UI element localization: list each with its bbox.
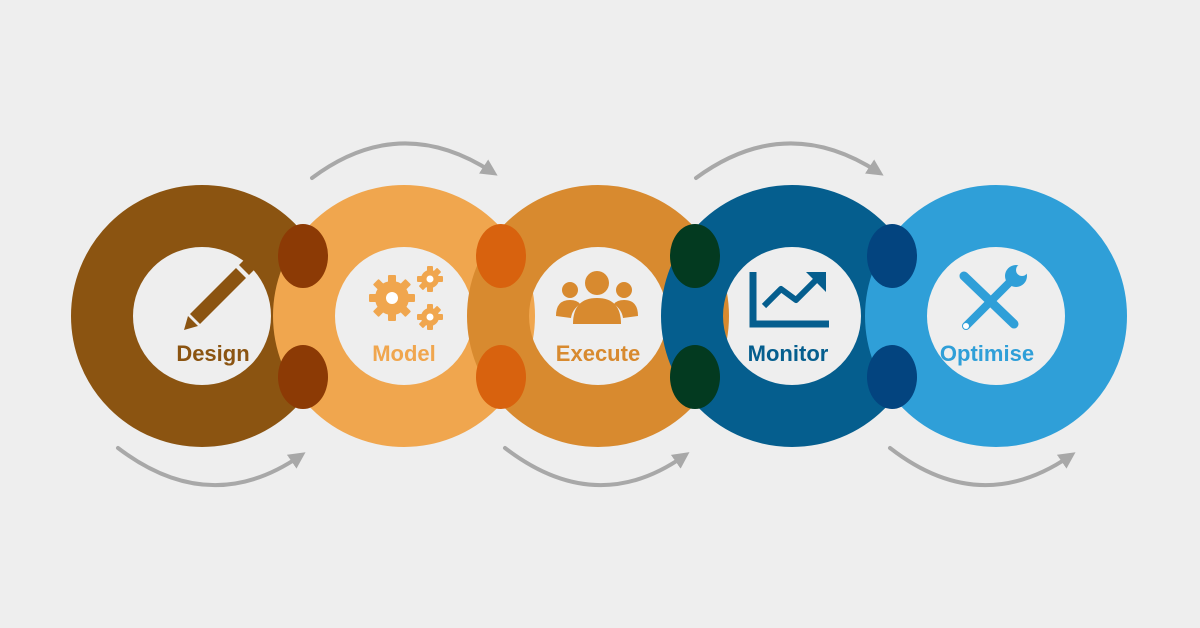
label-optimise: Optimise <box>940 341 1034 366</box>
growth-chart-icon <box>749 272 829 328</box>
team-icon <box>556 271 638 324</box>
overlap-design-model <box>278 224 328 409</box>
label-design: Design <box>176 341 249 366</box>
arrow-bottom-3 <box>888 446 1076 488</box>
label-execute: Execute <box>556 341 640 366</box>
arrow-bottom-2 <box>503 446 690 488</box>
arrow-top-1 <box>310 141 498 180</box>
pencil-icon <box>184 260 254 330</box>
overlap-monitor-optimise <box>867 224 917 409</box>
arrow-bottom-1 <box>116 446 306 488</box>
overlap-model-execute <box>476 224 526 409</box>
ring-optimise <box>865 185 1127 447</box>
tools-icon <box>959 264 1028 330</box>
overlap-execute-monitor <box>670 224 720 409</box>
label-model: Model <box>372 341 436 366</box>
ring-monitor <box>661 185 923 447</box>
gears-icon <box>369 266 443 330</box>
arrow-top-2 <box>694 141 884 180</box>
label-monitor: Monitor <box>748 341 829 366</box>
